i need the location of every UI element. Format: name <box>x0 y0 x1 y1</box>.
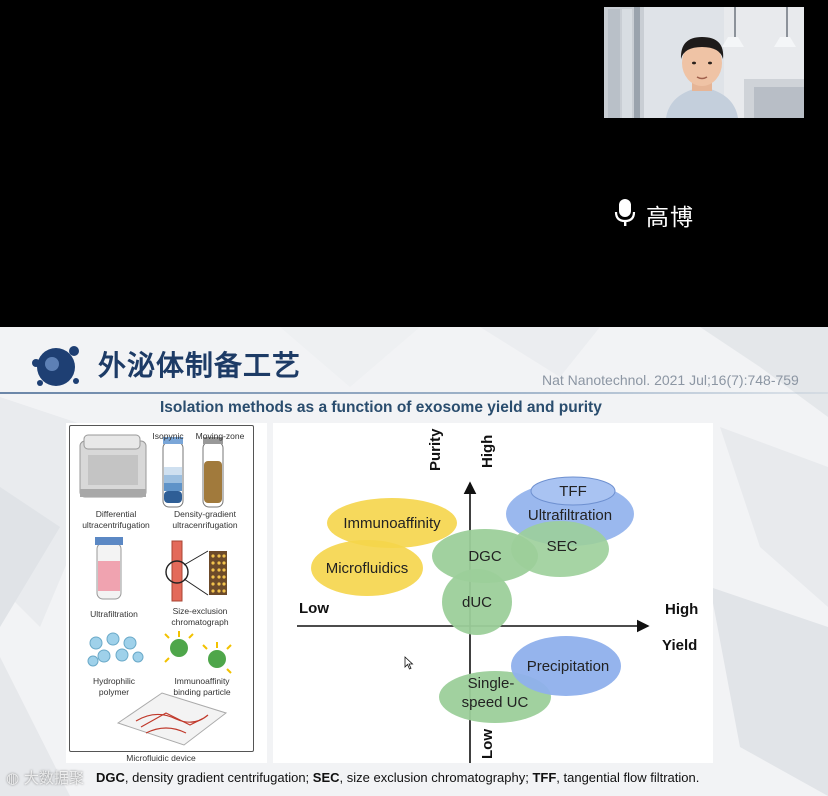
tff-ellipse <box>530 476 616 506</box>
immunoaffinity-label: Immunoaffinity <box>343 515 441 532</box>
label-size-exclusion: Size-exclusion <box>172 606 228 616</box>
label-hydrophilic: Hydrophilic <box>92 676 136 686</box>
tff-label: TFF <box>559 483 587 500</box>
microfluidic-device-icon <box>116 692 228 746</box>
microphone-icon <box>614 198 636 233</box>
active-speaker-indicator: 高博 <box>614 198 694 233</box>
single-speed-label-line2: speed UC <box>462 694 529 711</box>
precipitation-label: Precipitation <box>527 658 610 675</box>
precipitation-ellipse <box>511 636 621 696</box>
watermark: ◍ 大数据聚 <box>6 767 84 788</box>
mouse-cursor-icon <box>404 656 414 670</box>
label-ultracentrifugation: ultracentrifugation <box>82 520 150 530</box>
watermark-text: 大数据聚 <box>23 769 84 787</box>
label-microfluidic-device: Microfluidic device <box>126 753 196 763</box>
abbreviation-footnote: DGC, density gradient centrifugation; SE… <box>96 770 699 785</box>
centrifuge-icon <box>79 434 147 498</box>
watermark-logo-icon: ◍ <box>6 769 24 787</box>
footnote-tff-text: , tangential flow filtration. <box>556 770 700 785</box>
label-immunoaffinity: Immunoaffinity <box>174 676 230 686</box>
immunoaffinity-ellipse <box>327 498 457 548</box>
slide-title: 外泌体制备工艺 <box>98 349 302 382</box>
diagram-canvas: Purity High Low Low High Yield Immunoaff… <box>297 428 698 763</box>
dgc-label: DGC <box>468 548 502 565</box>
title-divider <box>0 392 828 394</box>
single-speed-label-line1: Single- <box>468 675 515 692</box>
label-density-gradient: Density-gradient <box>174 509 236 519</box>
footnote-dgc-abbr: DGC <box>96 770 125 785</box>
x-low-label: Low <box>299 600 329 617</box>
sec-label: SEC <box>547 538 578 555</box>
microfluidics-label: Microfluidics <box>326 560 409 577</box>
duc-label: dUC <box>462 594 492 611</box>
slide-logo-icon <box>32 346 79 386</box>
footnote-sec-text: , size exclusion chromatography; <box>339 770 533 785</box>
size-exclusion-column-icon <box>165 540 227 602</box>
footnote-tff-abbr: TFF <box>532 770 557 785</box>
label-polymer: polymer <box>98 687 130 697</box>
methods-illustrations <box>79 434 232 746</box>
moving-zone-tube-icon <box>202 437 224 508</box>
label-ultracenrifugation: ultracenrifugation <box>172 520 238 530</box>
y-high-label: High <box>479 435 496 468</box>
methods-illustration-panel: Isopynic Moving-zone Differential ultrac… <box>66 423 267 763</box>
yield-purity-diagram: Purity High Low Low High Yield Immunoaff… <box>273 423 713 763</box>
panel-frame <box>69 425 254 752</box>
speaker-name: 高博 <box>646 205 694 231</box>
footnote-sec-abbr: SEC <box>312 770 340 785</box>
duc-ellipse <box>442 569 512 635</box>
x-axis-name: Yield <box>662 637 697 654</box>
shared-slide: 外泌体制备工艺 Nat Nanotechnol. 2021 Jul;16(7):… <box>0 327 828 796</box>
y-low-label: Low <box>479 729 496 759</box>
x-high-label: High <box>665 601 698 618</box>
hydrophilic-polymer-icon <box>87 632 144 667</box>
label-ultrafiltration: Ultrafiltration <box>90 609 138 619</box>
y-axis-name: Purity <box>427 428 444 471</box>
webcam-feed-image <box>604 7 804 118</box>
dgc-ellipse <box>432 529 538 583</box>
label-isopynic: Isopynic <box>152 431 184 441</box>
figure-subtitle: Isolation methods as a function of exoso… <box>160 399 602 416</box>
webcam-video-tile[interactable] <box>604 7 804 118</box>
footnote-dgc-text: , density gradient centrifugation; <box>124 770 313 785</box>
label-chromatograph: chromatograph <box>171 617 229 627</box>
label-moving-zone: Moving-zone <box>195 431 245 441</box>
ultrafiltration-label: Ultrafiltration <box>528 507 612 524</box>
ultrafiltration-tube-icon <box>95 537 123 600</box>
microfluidics-ellipse <box>311 540 423 596</box>
citation: Nat Nanotechnol. 2021 Jul;16(7):748-759 <box>542 372 799 388</box>
label-differential: Differential <box>95 509 137 519</box>
label-binding-particle: binding particle <box>173 687 231 697</box>
immunoaffinity-particle-icon <box>164 631 232 674</box>
density-gradient-tube-icon <box>162 437 184 508</box>
